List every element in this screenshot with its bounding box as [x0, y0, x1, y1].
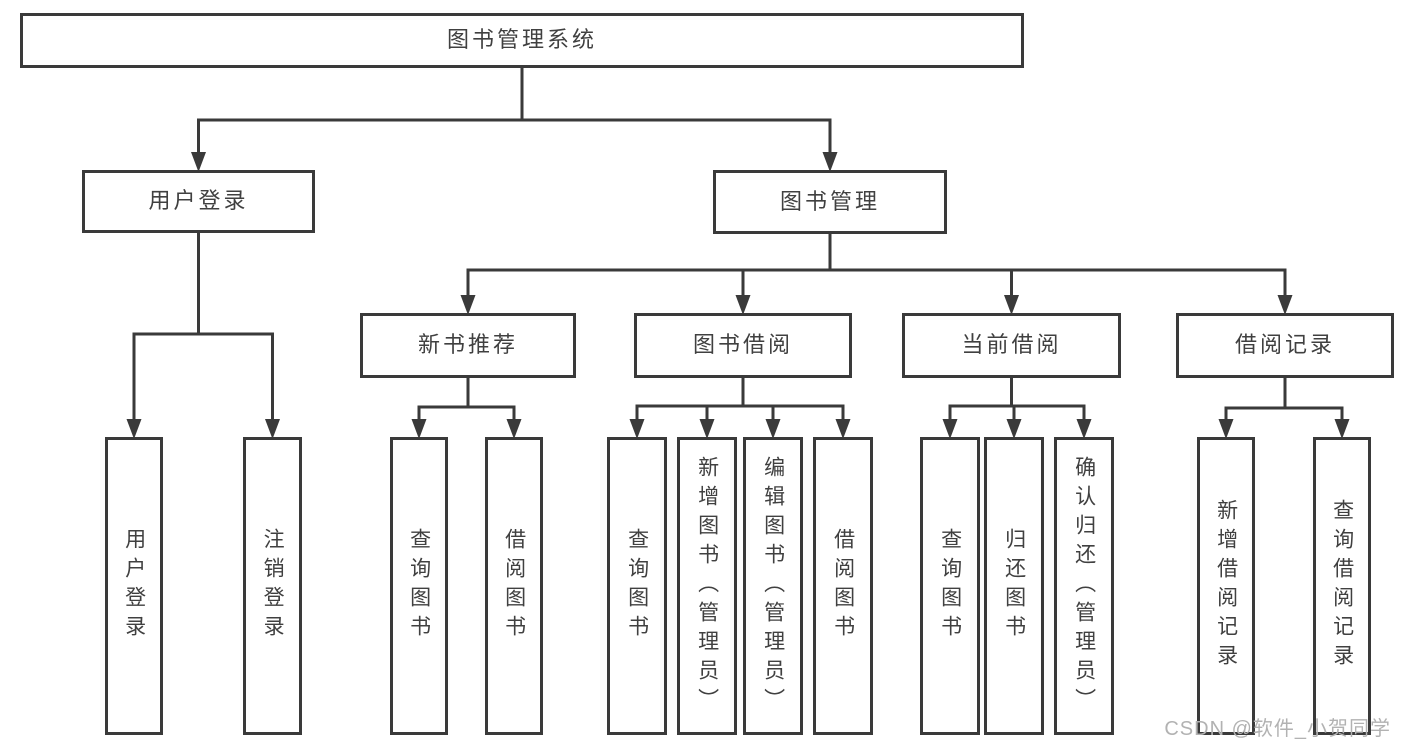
arrowhead-icon — [1277, 295, 1293, 315]
edge-rec — [411, 378, 522, 439]
node-login-out: 注销登录 — [243, 437, 302, 735]
node-bor: 图书借阅 — [634, 313, 852, 378]
arrowhead-icon — [942, 419, 958, 439]
node-his-add: 新增借阅记录 — [1197, 437, 1255, 735]
arrowhead-icon — [1076, 419, 1092, 439]
arrowhead-icon — [629, 419, 645, 439]
arrowhead-icon — [506, 419, 522, 439]
arrowhead-icon — [822, 152, 838, 172]
arrowhead-icon — [191, 152, 206, 172]
node-bor-query: 查询图书 — [607, 437, 667, 735]
arrowhead-icon — [1334, 419, 1350, 439]
arrowhead-icon — [411, 419, 427, 439]
node-cur-return: 归还图书 — [984, 437, 1044, 735]
node-cur: 当前借阅 — [902, 313, 1121, 378]
node-his-query: 查询借阅记录 — [1313, 437, 1371, 735]
arrowhead-icon — [1218, 419, 1234, 439]
node-bor-borrow: 借阅图书 — [813, 437, 873, 735]
node-rec-query: 查询图书 — [390, 437, 448, 735]
edge-mgmt — [460, 234, 1293, 315]
arrowhead-icon — [460, 295, 476, 315]
arrowhead-icon — [765, 419, 781, 439]
node-rec-borrow: 借阅图书 — [485, 437, 543, 735]
arrowhead-icon — [1004, 295, 1019, 315]
node-bor-edit: 编辑图书（管理员） — [743, 437, 803, 735]
arrowhead-icon — [126, 419, 142, 439]
arrowhead-icon — [735, 295, 751, 315]
node-his: 借阅记录 — [1176, 313, 1394, 378]
arrowhead-icon — [835, 419, 851, 439]
node-root: 图书管理系统 — [20, 13, 1024, 68]
node-bor-add: 新增图书（管理员） — [677, 437, 737, 735]
arrowhead-icon — [265, 419, 280, 439]
arrowhead-icon — [699, 419, 715, 439]
edge-login — [126, 233, 280, 439]
node-cur-query: 查询图书 — [920, 437, 980, 735]
node-cur-confirm: 确认归还（管理员） — [1054, 437, 1114, 735]
edge-bor — [629, 378, 851, 439]
edge-cur — [942, 378, 1092, 439]
node-rec: 新书推荐 — [360, 313, 576, 378]
node-login-user: 用户登录 — [105, 437, 163, 735]
node-login: 用户登录 — [82, 170, 315, 233]
node-mgmt: 图书管理 — [713, 170, 947, 234]
arrowhead-icon — [1006, 419, 1022, 439]
edge-his — [1218, 378, 1350, 439]
edge-root — [191, 68, 838, 172]
